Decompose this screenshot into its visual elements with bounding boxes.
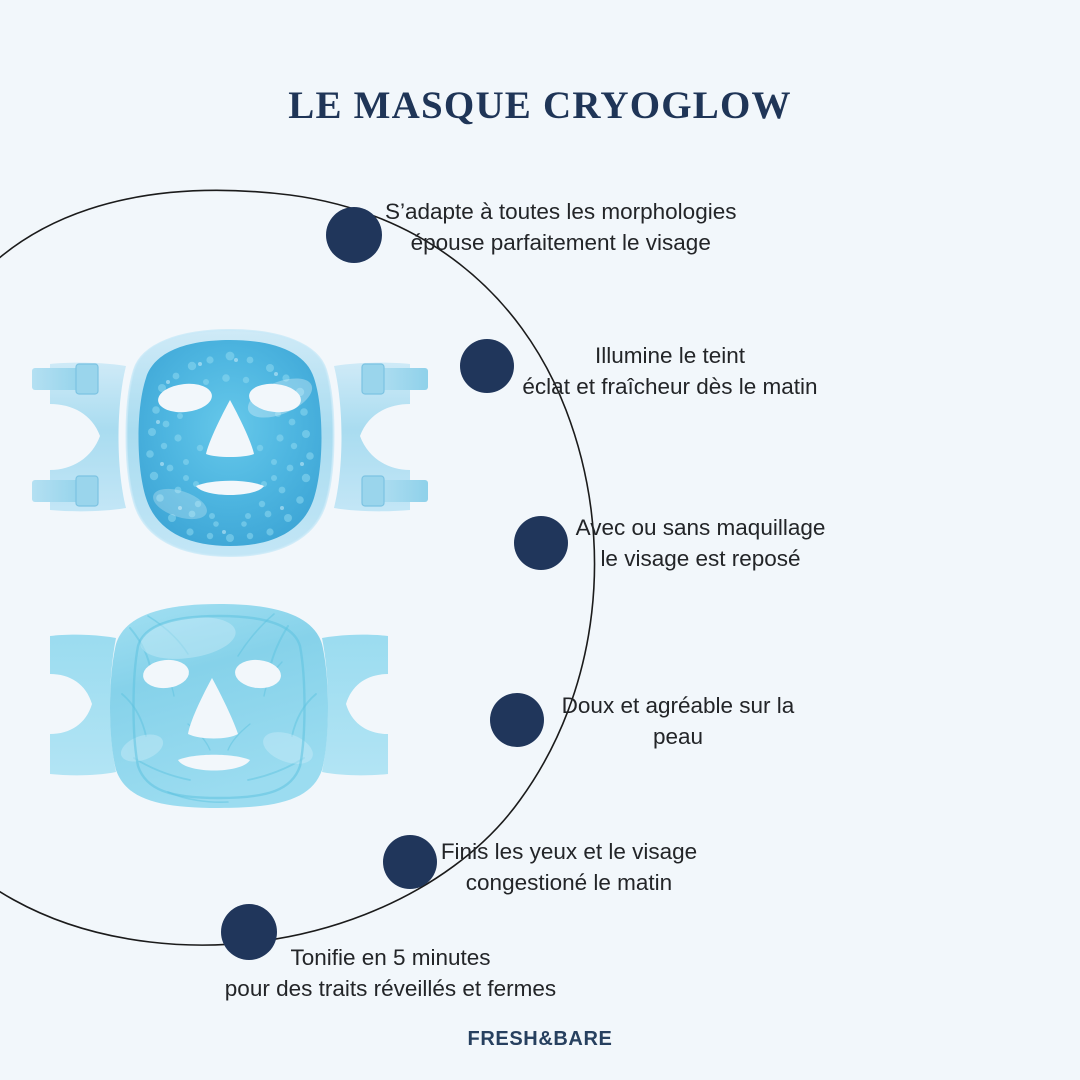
mouth-cutout <box>196 480 264 495</box>
eye-cutout-left <box>158 383 212 413</box>
frost-highlights <box>120 617 313 764</box>
mask-right-wing <box>334 362 410 512</box>
frosted-eye-cutout-left <box>143 659 189 689</box>
feature-label-1: S’adapte à toutes les morphologies épous… <box>385 196 736 258</box>
nose-cutout <box>206 400 254 457</box>
feature-label-5-line1: Finis les yeux et le visage <box>440 839 698 864</box>
feature-nodes <box>221 207 568 960</box>
feature-label-5: Finis les yeux et le visage congestioné … <box>434 836 704 898</box>
feature-label-1-line2: épouse parfaitement le visage <box>410 230 711 255</box>
feature-label-4: Doux et agréable sur la peau <box>549 690 807 752</box>
page-title: LE MASQUE CRYOGLOW <box>288 84 792 127</box>
brand-logo: FRESH&BARE <box>467 1028 613 1050</box>
buckle-top-left <box>75 363 99 395</box>
feature-label-3: Avec ou sans maquillage le visage est re… <box>563 512 838 574</box>
buckle-bottom-right <box>361 475 385 507</box>
feature-label-5-line2: congestioné le matin <box>465 870 673 895</box>
feature-label-4-line2: peau <box>652 724 704 749</box>
feature-node-6[interactable] <box>221 904 277 960</box>
mask-shell-outline <box>125 328 335 558</box>
frosted-mouth-cutout <box>178 754 250 771</box>
feature-label-4-line1: Doux et agréable sur la <box>561 693 795 718</box>
feature-label-6-line2: pour des traits réveillés et fermes <box>224 976 557 1001</box>
feature-node-3[interactable] <box>514 516 568 570</box>
frosted-nose-cutout <box>188 678 238 739</box>
mask-left-wing <box>50 362 126 512</box>
feature-node-2[interactable] <box>460 339 514 393</box>
feature-label-1-line1: S’adapte à toutes les morphologies <box>385 199 737 224</box>
feature-node-5[interactable] <box>383 835 437 889</box>
feature-label-2: Illumine le teint éclat et fraîcheur dès… <box>500 340 840 402</box>
feature-node-1[interactable] <box>326 207 382 263</box>
feature-label-3-line2: le visage est reposé <box>600 546 801 571</box>
beaded-gel-face-mask-image <box>32 328 428 558</box>
frosted-gel-face-mask-image <box>50 604 388 808</box>
frosted-face-cutouts <box>143 659 281 771</box>
frosted-eye-cutout-right <box>235 659 281 689</box>
feature-label-6: Tonifie en 5 minutes pour des traits rév… <box>209 942 572 1004</box>
frosted-left-wing <box>50 634 116 776</box>
mask-face-cutouts <box>158 383 301 495</box>
frosted-inner-ridge <box>132 614 306 800</box>
connector-arc <box>0 189 596 946</box>
feature-label-2-line1: Illumine le teint <box>594 343 746 368</box>
feature-label-2-line2: éclat et fraîcheur dès le matin <box>522 374 818 399</box>
buckle-bottom-left <box>75 475 99 507</box>
feature-label-3-line1: Avec ou sans maquillage <box>575 515 826 540</box>
feature-node-4[interactable] <box>490 693 544 747</box>
buckle-top-right <box>361 363 385 395</box>
eye-cutout-right <box>249 383 301 413</box>
frosted-right-wing <box>322 634 388 776</box>
feature-label-6-line1: Tonifie en 5 minutes <box>290 945 491 970</box>
